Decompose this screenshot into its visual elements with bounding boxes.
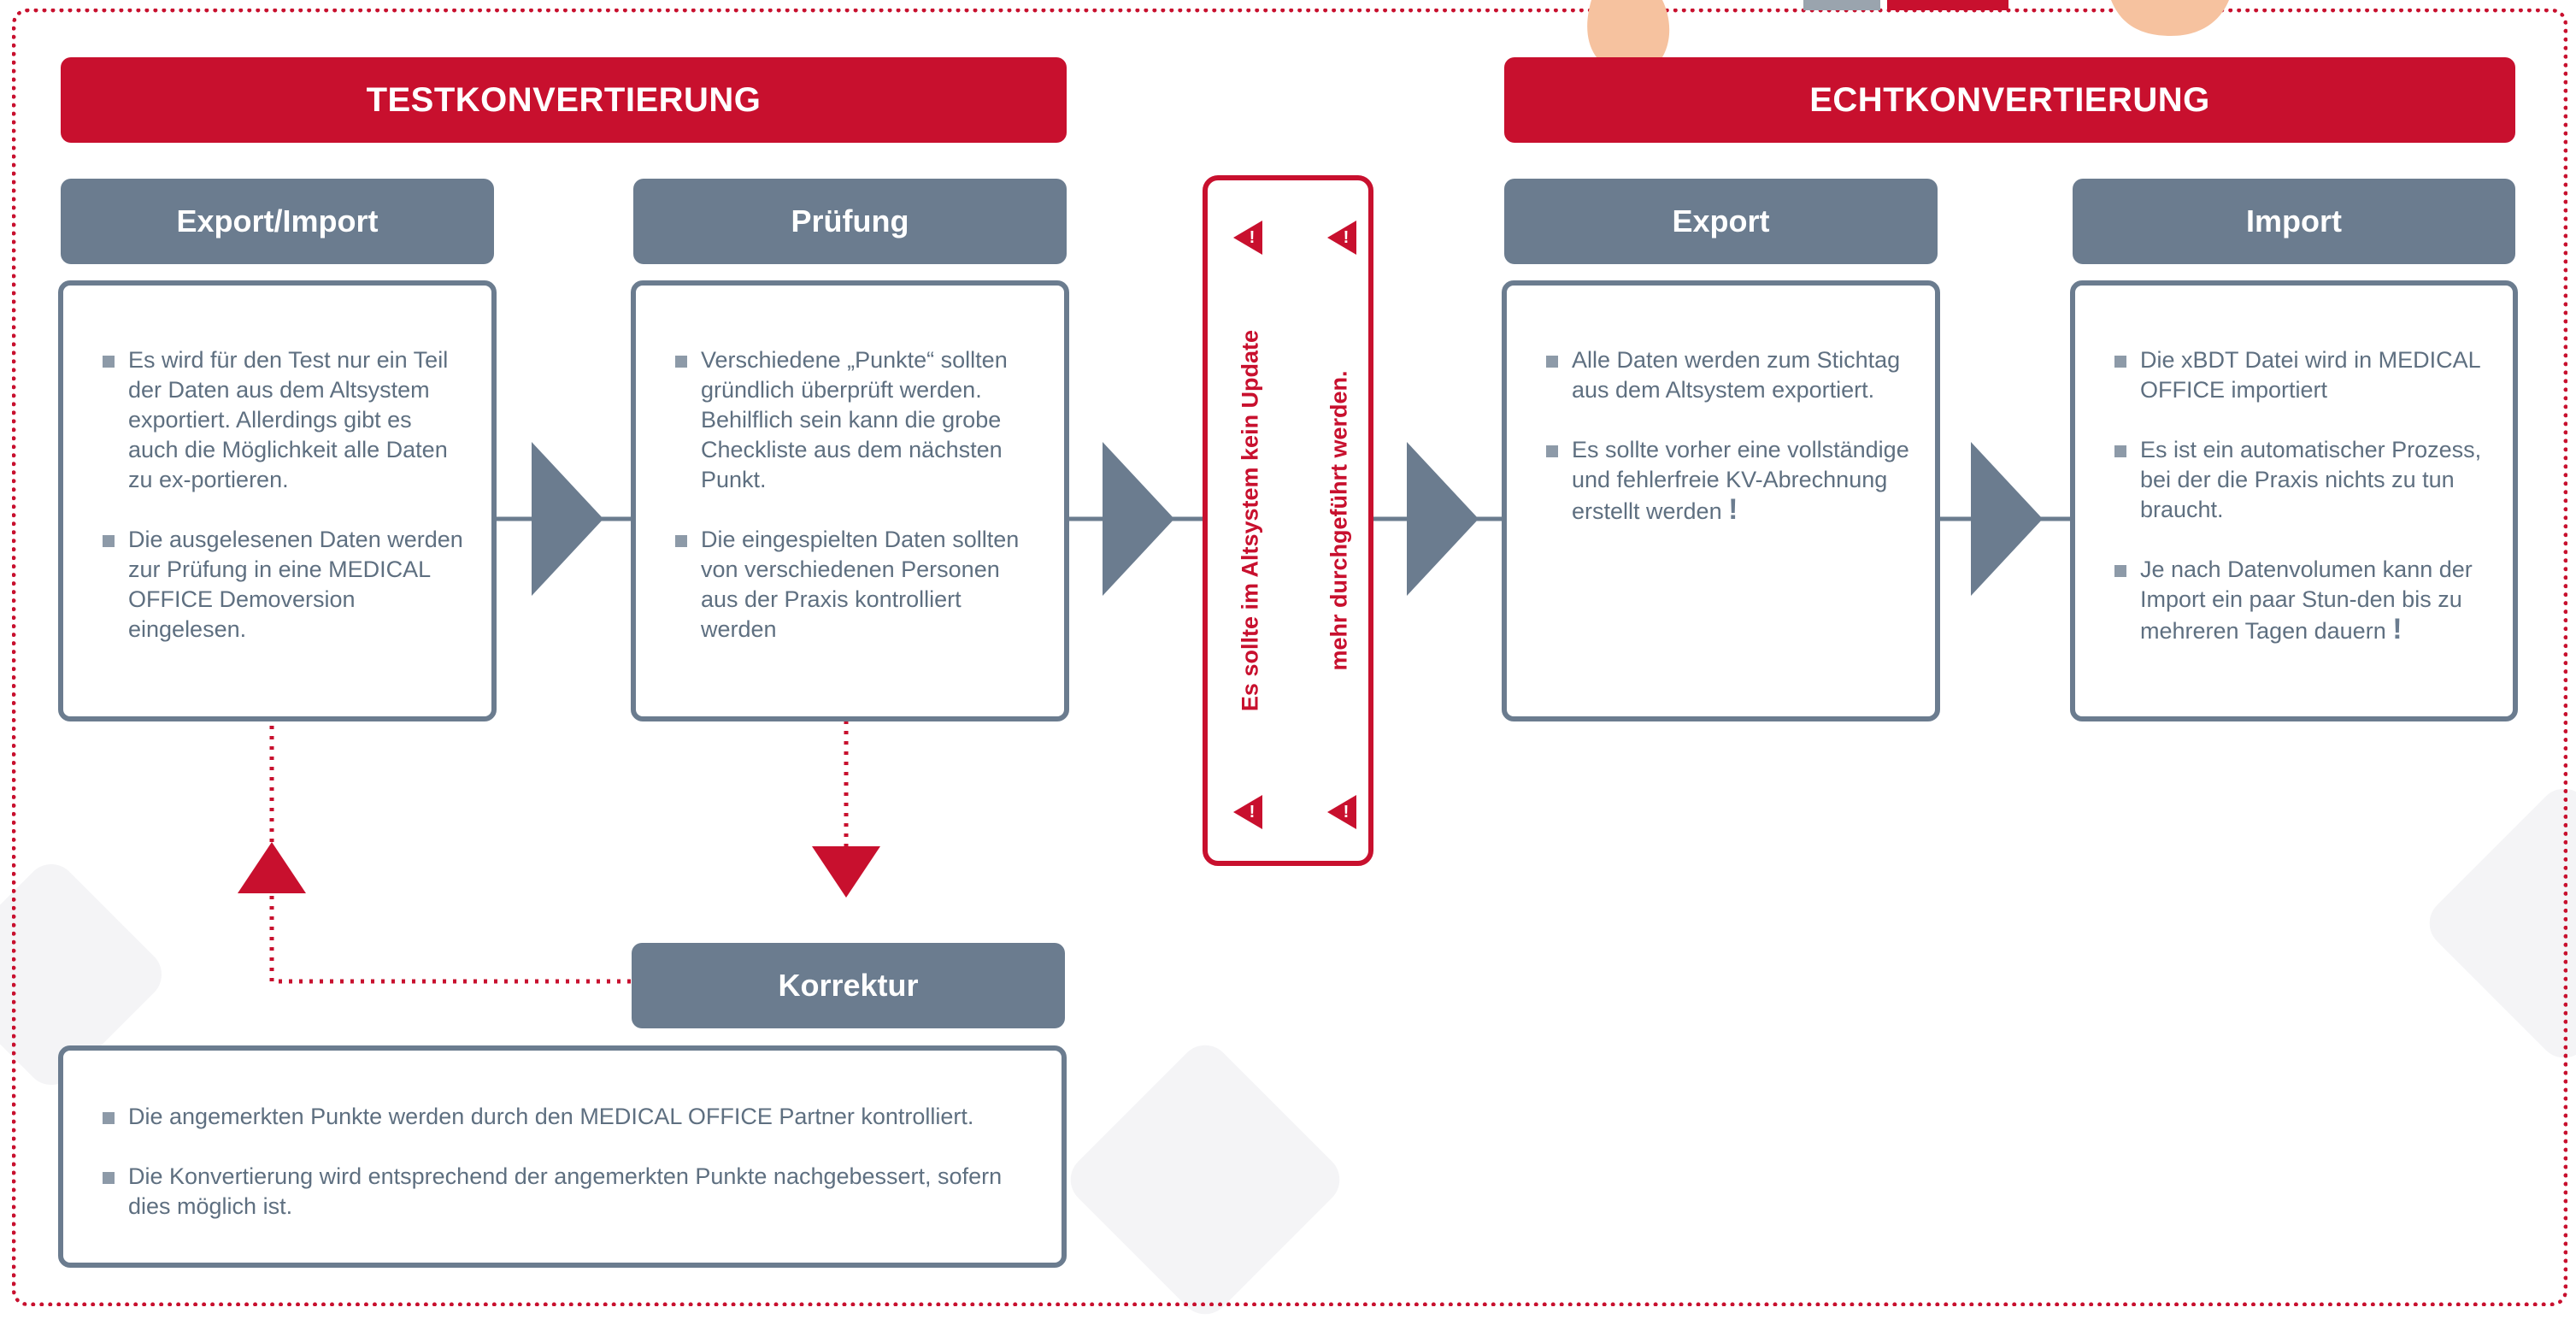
exclamation-mark: ! [2392,613,2403,645]
real-conversion-banner: ECHTKONVERTIERUNG [1504,57,2515,143]
list-item-text: Es sollte vorher eine vollständige und f… [1572,437,1909,524]
list-item: Es wird für den Test nur ein Teil der Da… [103,345,468,495]
svg-text:!: ! [1344,228,1350,247]
list-item: Je nach Datenvolumen kann der Import ein… [2114,555,2489,646]
list-item: Es ist ein automatischer Prozess, bei de… [2114,435,2489,525]
list-item: Die ausgelesenen Daten werden zur Prüfun… [103,525,468,645]
svg-text:!: ! [1344,803,1350,822]
import-header: Import [2073,179,2515,264]
korrektur-box: Die angemerkten Punkte werden durch den … [58,1045,1067,1268]
flow-arrow-icon [1103,442,1174,596]
test-conversion-banner: TESTKONVERTIERUNG [61,57,1067,143]
list-item: Die Konvertierung wird entsprechend der … [103,1162,1038,1222]
warning-text-line-1: Es sollte im Altsystem kein Update [1237,329,1263,712]
list-item: Alle Daten werden zum Stichtag aus dem A… [1546,345,1911,405]
flow-arrow-icon [1971,442,2043,596]
dotted-frame [12,9,2567,1306]
export-import-header: Export/Import [61,179,494,264]
export-box: Alle Daten werden zum Stichtag aus dem A… [1502,280,1940,721]
update-warning-box: ! ! ! ! Es sollte im Altsystem kein Upda… [1203,175,1373,866]
export-import-box: Es wird für den Test nur ein Teil der Da… [58,280,497,721]
flow-arrow-icon [1407,442,1479,596]
warning-triangles: ! ! ! ! [1233,221,1356,829]
exclamation-mark: ! [1728,493,1738,526]
flow-arrow-icon [532,442,603,596]
pruefung-header: Prüfung [633,179,1067,264]
list-item: Verschiedene „Punkte“ sollten gründlich … [675,345,1040,495]
arrow-down-icon [812,846,880,898]
svg-text:!: ! [1250,228,1256,247]
arrow-up-icon [238,842,306,893]
pruefung-box: Verschiedene „Punkte“ sollten gründlich … [631,280,1069,721]
list-item: Die angemerkten Punkte werden durch den … [103,1102,1038,1132]
warning-triangle-icon: ! [1327,221,1356,255]
list-item-text: Je nach Datenvolumen kann der Import ein… [2140,556,2473,644]
korrektur-header: Korrektur [632,943,1065,1028]
list-item: Die eingespielten Daten sollten von vers… [675,525,1040,645]
warning-text-line-2: mehr durchgeführt werden. [1326,370,1352,671]
warning-triangle-icon: ! [1233,221,1262,255]
list-item: Die xBDT Datei wird in MEDICAL OFFICE im… [2114,345,2489,405]
svg-text:!: ! [1250,803,1256,822]
export-header: Export [1504,179,1938,264]
warning-triangle-icon: ! [1327,795,1356,829]
warning-triangle-icon: ! [1233,795,1262,829]
list-item: Es sollte vorher eine vollständige und f… [1546,435,1911,527]
import-box: Die xBDT Datei wird in MEDICAL OFFICE im… [2070,280,2518,721]
